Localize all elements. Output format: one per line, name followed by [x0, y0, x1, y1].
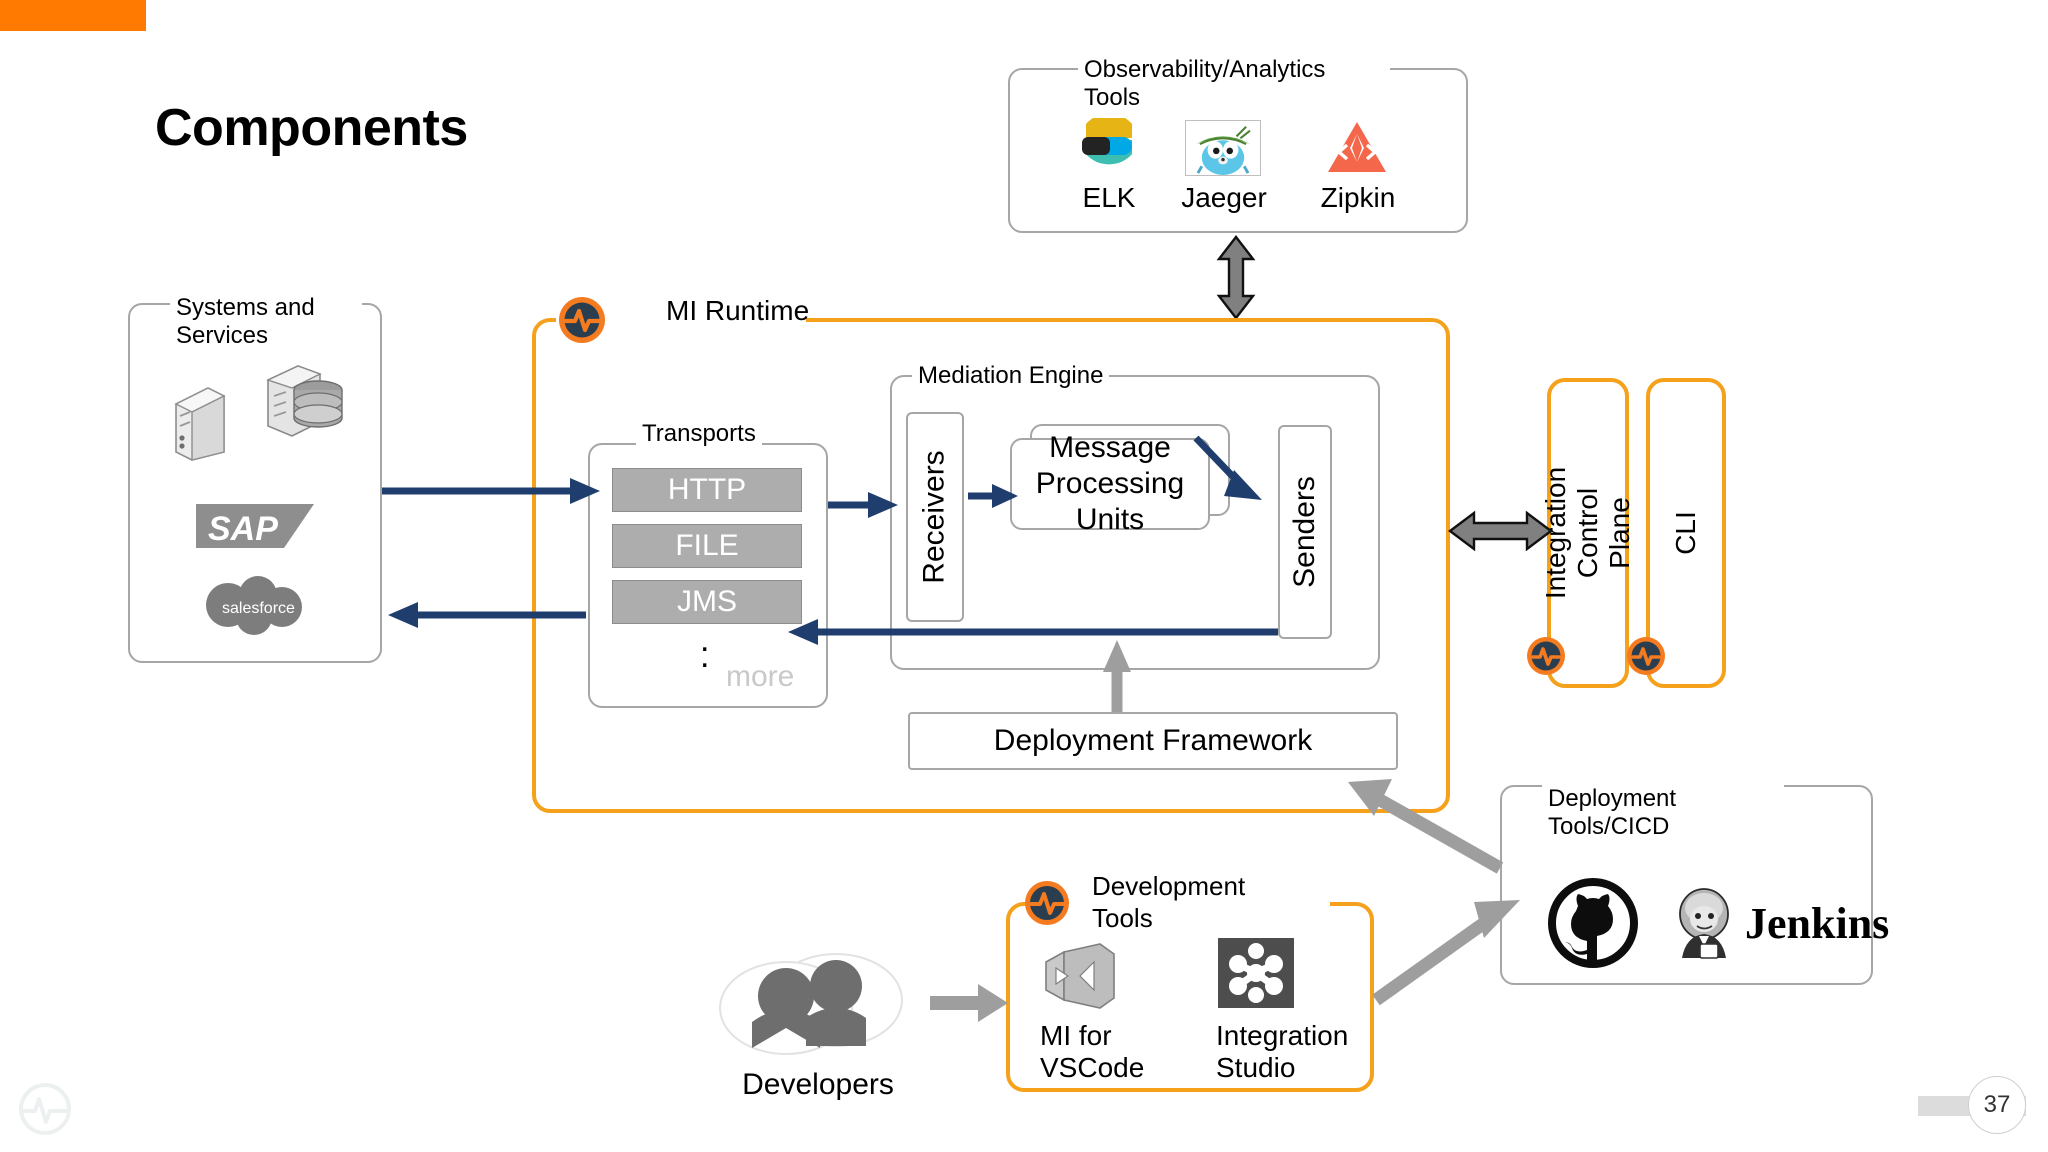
mediation-engine-label: Mediation Engine: [912, 362, 1110, 390]
transports-ellipsis: ..: [700, 621, 711, 675]
wso2-runtime-badge-icon: [556, 294, 608, 346]
observability-label: Observability/Analytics Tools: [1078, 56, 1390, 112]
wso2-runtime-badge-icon-devtools: [1022, 878, 1072, 928]
github-logo-icon: [1548, 878, 1638, 968]
observability-tool-name-jaeger: Jaeger: [1181, 182, 1267, 213]
observability-tool-name-zipkin: Zipkin: [1320, 182, 1396, 213]
elk-logo-icon: [1078, 113, 1140, 174]
server-icon: [168, 382, 230, 464]
systems-services-label: Systems and Services: [170, 294, 362, 350]
developers-people-icon: [718, 948, 918, 1058]
accent-bar: [0, 0, 146, 31]
jaeger-gopher-icon: [1185, 120, 1261, 176]
deployment-framework-box[interactable]: Deployment Framework: [908, 712, 1398, 770]
jenkins-logo-icon: [1670, 886, 1738, 960]
cicd-label: Deployment Tools/CICD: [1542, 785, 1784, 841]
dev-tool-name-integration-studio: Integration Studio: [1216, 1020, 1349, 1083]
mediation-engine-group: [890, 375, 1380, 670]
mi-runtime-group: [532, 318, 1450, 813]
receivers-box: Receivers: [906, 412, 964, 622]
senders-label: Senders: [1288, 476, 1321, 588]
salesforce-logo-icon: salesforce: [196, 575, 314, 635]
observability-tool-name-elk: ELK: [1082, 182, 1136, 213]
mi-runtime-label: MI Runtime: [666, 295, 810, 326]
message-processing-units-label: Message Processing Units: [1035, 431, 1185, 536]
page-number: 37: [1968, 1076, 2026, 1134]
arrow-observability-runtime: [1205, 235, 1267, 320]
arrow-runtime-control-plane: [1448, 505, 1553, 557]
senders-box: Senders: [1278, 425, 1332, 639]
svg-text:SAP: SAP: [208, 510, 278, 548]
transport-item-file[interactable]: FILE: [612, 524, 802, 568]
development-tools-label: Development Tools: [1092, 871, 1246, 933]
receivers-label: Receivers: [918, 450, 951, 584]
cli-group[interactable]: CLI: [1646, 378, 1726, 688]
sap-logo-icon: SAP: [196, 500, 314, 552]
page-title: Components: [155, 99, 468, 157]
developers-label: Developers: [742, 1068, 894, 1101]
message-processing-unit-card-front[interactable]: Message Processing Units: [1010, 431, 1210, 536]
zipkin-logo-icon: [1325, 118, 1389, 176]
development-tools-label-mask: [1030, 888, 1330, 918]
jenkins-wordmark: Jenkins: [1745, 899, 1890, 948]
wso2-logo-icon: [18, 1082, 72, 1136]
integration-studio-logo-icon: [1218, 938, 1294, 1008]
transports-more-label: more: [726, 660, 795, 693]
cli-label: CLI: [1669, 511, 1701, 555]
arrow-developers-devtools: [930, 980, 1010, 1026]
database-icon: [258, 360, 346, 450]
deployment-framework-label: Deployment Framework: [993, 724, 1313, 757]
dev-tool-name-vscode: MI for VSCode: [1040, 1020, 1145, 1083]
wso2-badge-icon-cli: [1624, 634, 1668, 678]
arrow-devtools-to-cicd: [1372, 900, 1520, 1006]
transport-item-jms[interactable]: JMS: [612, 580, 802, 624]
visual-studio-logo-icon: [1042, 940, 1118, 1012]
svg-text:salesforce: salesforce: [222, 600, 295, 617]
transport-item-http[interactable]: HTTP: [612, 468, 802, 512]
transports-label: Transports: [636, 420, 762, 448]
wso2-badge-icon-control-plane: [1524, 634, 1568, 678]
integration-control-plane-label: Integration Control Plane: [1540, 466, 1636, 600]
